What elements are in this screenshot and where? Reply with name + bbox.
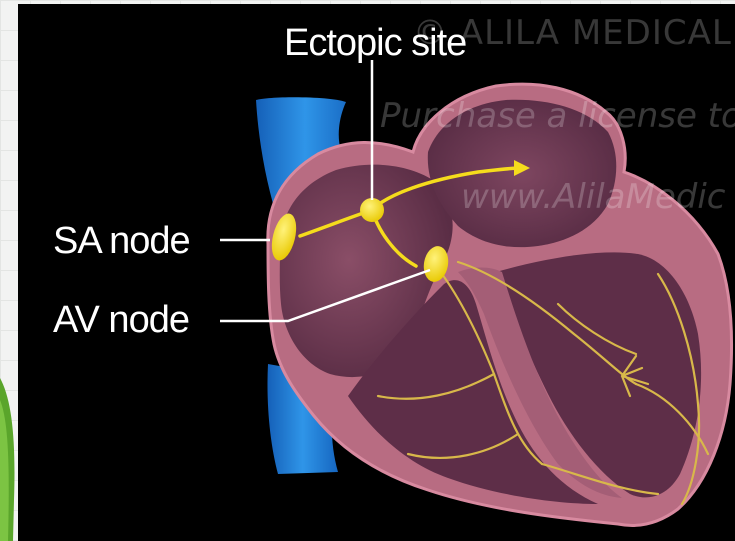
illustration-panel: © ALILA MEDICAL MEDIA Purchase a license… [18, 4, 735, 541]
watermark-purchase: Purchase a license to [380, 99, 735, 133]
heart-diagram [18, 4, 735, 541]
green-leaf-decoration [0, 0, 20, 541]
ectopic-site-node [360, 198, 384, 222]
ectopic-site-label: Ectopic site [284, 24, 466, 62]
sa-node-label: SA node [53, 222, 190, 260]
av-node-label: AV node [53, 301, 189, 339]
watermark-url: www.AlilaMedic [461, 180, 725, 214]
